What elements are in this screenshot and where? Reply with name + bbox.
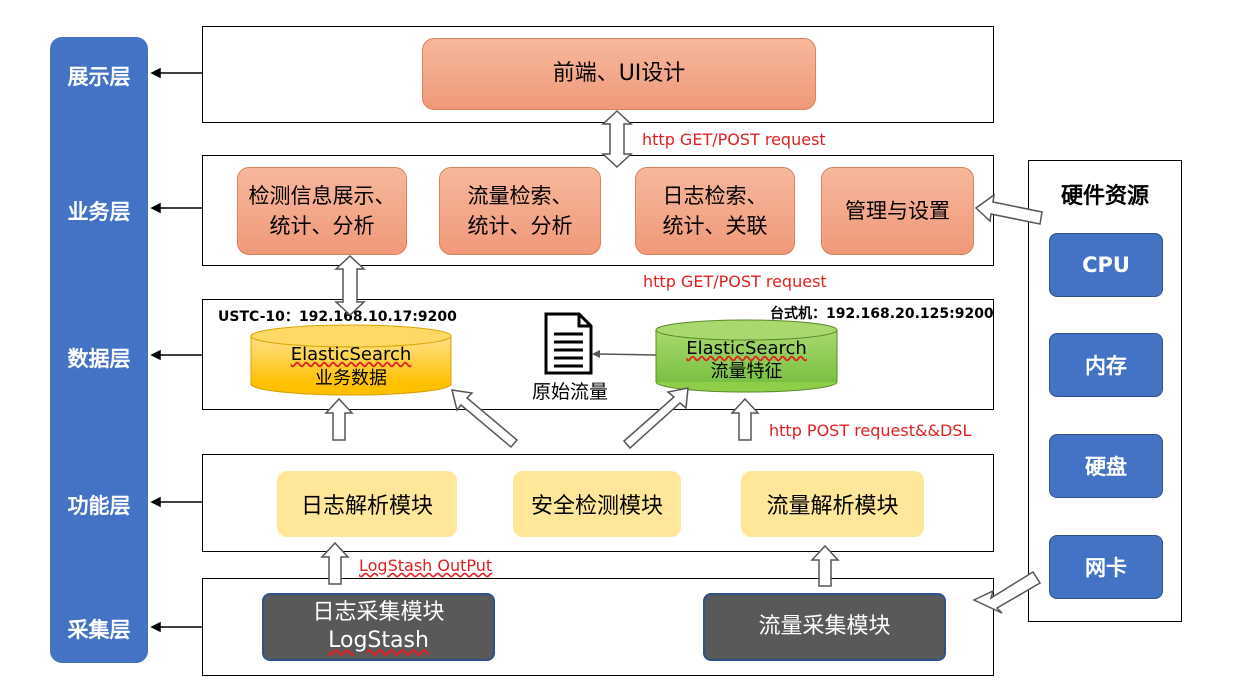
db-left-cylinder: [250, 324, 452, 396]
business-manage-box: 管理与设置: [821, 167, 974, 255]
traffic-collect-module: 流量采集模块: [703, 593, 946, 661]
hardware-arrows: [972, 193, 1043, 614]
layer-label-data: 数据层: [67, 347, 131, 371]
layer-column: [50, 37, 148, 663]
security-detect-module: 安全检测模块: [513, 471, 681, 537]
hardware-nic: 网卡: [1049, 535, 1163, 599]
log-parse-module: 日志解析模块: [277, 471, 457, 537]
diagonal-arrows: [450, 387, 689, 450]
layer-label-function: 功能层: [67, 494, 131, 518]
business-detect-box: 检测信息展示、 统计、分析: [237, 167, 407, 255]
log-collect-line2: LogStash: [328, 628, 429, 653]
db-right-label: ElasticSearch 流量特征: [656, 337, 837, 383]
db-right-line1: ElasticSearch: [686, 338, 807, 359]
left-host-label: USTC-10：192.168.10.17:9200: [218, 309, 457, 325]
raw-traffic-label: 原始流量: [531, 381, 608, 403]
right-host-label: 台式机：192.168.20.125:9200: [770, 306, 994, 322]
business-log-search-box: 日志检索、 统计、关联: [635, 167, 795, 255]
log-collect-module: 日志采集模块 LogStash: [262, 593, 495, 661]
layer-arrows: [150, 67, 202, 633]
hardware-title: 硬件资源: [1060, 184, 1149, 209]
layer-label-presentation: 展示层: [67, 65, 131, 89]
hardware-cpu: CPU: [1049, 233, 1163, 297]
http-label-top: http GET/POST request: [642, 130, 826, 149]
hardware-memory: 内存: [1049, 333, 1163, 397]
logstash-output-label: LogStash OutPut: [359, 556, 493, 575]
db-to-doc-arrow: [592, 350, 657, 358]
db-right-cylinder: [655, 319, 838, 393]
business-traffic-search-box: 流量检索、 统计、分析: [439, 167, 601, 255]
db-left-line2: 业务数据: [315, 368, 387, 389]
db-left-line1: ElasticSearch: [290, 344, 412, 365]
http-label-dsl: http POST request&&DSL: [769, 421, 972, 440]
up-arrows: [320, 397, 840, 587]
db-left-label: ElasticSearch 业务数据: [251, 343, 451, 391]
double-arrow-mid: [334, 254, 366, 317]
layer-label-collection: 采集层: [67, 618, 131, 642]
log-collect-line1: 日志采集模块: [312, 600, 445, 625]
frontend-ui-box: 前端、UI设计: [422, 38, 816, 110]
http-label-mid: http GET/POST request: [643, 272, 827, 291]
traffic-parse-module: 流量解析模块: [741, 471, 924, 537]
db-right-line2: 流量特征: [710, 361, 783, 382]
double-arrow-top: [601, 109, 633, 169]
hardware-disk: 硬盘: [1049, 434, 1163, 498]
document-icon: [544, 312, 593, 375]
layer-label-business: 业务层: [67, 200, 131, 224]
